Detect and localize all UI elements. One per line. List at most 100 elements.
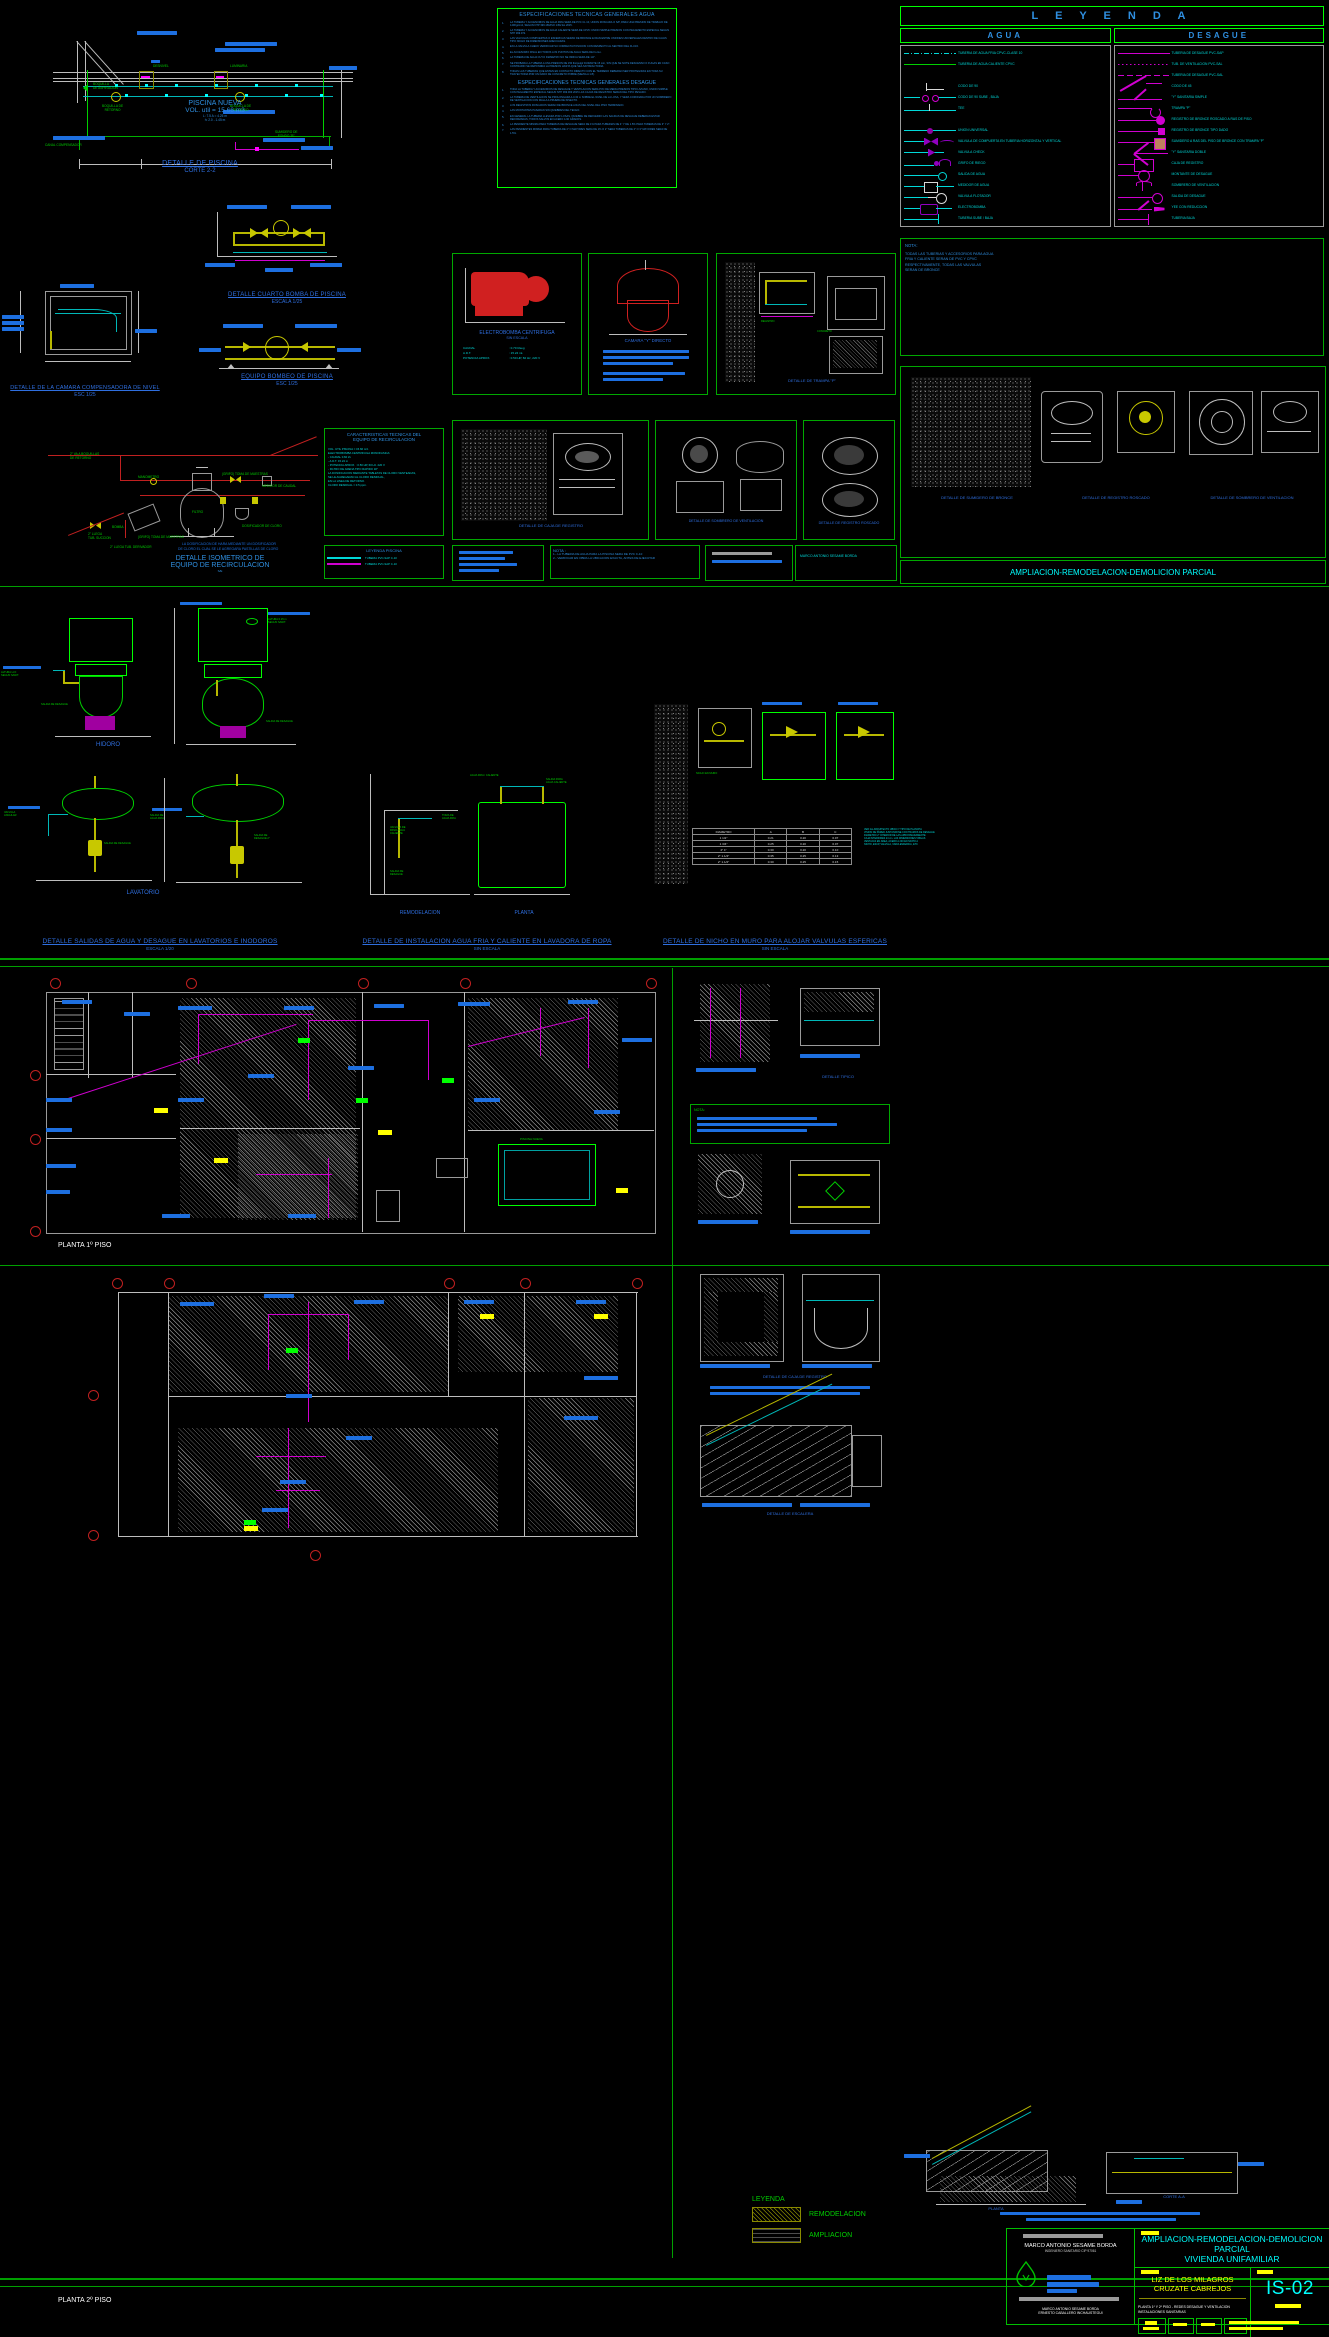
legend-row-label: YEE CON REDUCCION xyxy=(1171,204,1208,209)
spec-text: LA TUBERIA Y ACCESORIOS DE AGUA CALIENTE… xyxy=(510,29,670,36)
spec-item: 7.LAS PENDIENTES MINIMA PARA TUBERIA DE … xyxy=(502,128,672,134)
detail-caja-registro: DETALLE DE CAJA DE REGISTRO xyxy=(452,420,649,540)
legend-row-label: CODO DE 90 xyxy=(958,83,978,88)
legend-row: MONTANTE DE DESAGUE xyxy=(1116,169,1323,182)
planta-2-label: PLANTA 2º PISO xyxy=(58,2297,112,2304)
legend-row-label: TUBERIA DE DESAGUE PVC-SAL xyxy=(1171,72,1224,77)
nota2-line: TODAS LAS TUBERIAS Y ACCESORIOS PARA AGU… xyxy=(905,252,994,256)
recirc-specs-title2: EQUIPO DE RECIRCULACION xyxy=(353,437,415,442)
electrobomba-icon xyxy=(902,203,958,215)
row2-title-2: DETALLE DE REGISTRO ROSCADO xyxy=(1082,495,1150,500)
legend-row: REGISTRO DE BRONCE ROSCADO A RAS DE PISO xyxy=(1116,114,1323,125)
nota2-title: NOTA: xyxy=(905,243,918,248)
recirc-spec-row: - CAUDAL 0.60 l/s xyxy=(328,455,351,460)
legend-row: GRIFO DE RIEGO xyxy=(902,158,1109,169)
spec-item: 7.SE PROBARA LA TUBERIA A UNA PRESION DE… xyxy=(502,62,672,68)
detail-registro-roscado: DETALLE DE REGISTRO ROSCADO xyxy=(803,420,895,540)
ventilacion-icon xyxy=(1116,180,1172,191)
legend-row-label: SALIDA DE DESAGUE xyxy=(1171,193,1206,198)
recirc-specs-block: CARACTERISTICAS TECNICAS DEL EQUIPO DE R… xyxy=(324,428,444,536)
specs-agua-title: ESPECIFICACIONES TECNICAS GENERALES AGUA xyxy=(519,12,655,18)
spec-text: LOS REGISTROS ROSCADOS SERAN DE BRONCE A… xyxy=(510,103,625,107)
corte-label: CORTE A-A xyxy=(1163,2194,1185,2199)
pump-spec-key: A.D.T. xyxy=(463,350,472,355)
legend-row xyxy=(902,114,1109,125)
pump-spec-value: : 0.70 lt/seg xyxy=(509,346,525,350)
valvula-compuerta-icon xyxy=(902,137,958,147)
detail-sumidero-bronce: DETALLE DE SOMBRERO DE VENTILACION xyxy=(655,420,797,540)
firm-line-2: ERNESTO CABALLERO INCHAUSTEGUI xyxy=(1038,2311,1103,2316)
legend-row: TUBERIA SUBE / BAJA xyxy=(902,213,1109,224)
legend-row: VALVULA FLOTADOR xyxy=(902,191,1109,204)
recirc-spec-row: - FILTRO DE ARENA TIPO RAPIDO 18" xyxy=(328,467,378,472)
legend-row: SOMBRERO DE VENTILACION xyxy=(1116,180,1323,191)
legend-row: TUB. DE VENTILACION PVC-SAL xyxy=(1116,59,1323,70)
detail-title-equipo-bombeo: EQUIPO BOMBEO DE PISCINA xyxy=(241,374,333,380)
salida-agua-icon xyxy=(902,170,958,181)
legend-row-label: REGISTRO DE BRONCE ROSCADO A RAS DE PISO xyxy=(1171,116,1252,121)
recirc-spec-row: LA DOSIFICACION MEDIANTE TABLETAS DE CLO… xyxy=(328,471,416,476)
dashdot-cyan-icon xyxy=(902,49,958,59)
project-strip-title: AMPLIACION-REMODELACION-DEMOLICION PARCI… xyxy=(1009,567,1217,577)
table-cell: 2" 1.1/2" xyxy=(691,858,756,865)
dot-magenta-icon xyxy=(1116,60,1172,70)
legend-row: MEDIDOR DE AGUA xyxy=(902,180,1109,193)
legend-col-agua: AGUA xyxy=(900,28,1111,43)
recirc-spec-row: ELECTROBOMBA CENTRIFUGA MONOFASICA: xyxy=(328,451,391,456)
nota2-line: RESPECTIVAMENTE, TODAS LAS VALVULAS xyxy=(905,262,982,267)
valvula-flotador-icon xyxy=(902,192,958,204)
planta-1-piso: PISCINA NUEVA xyxy=(28,978,668,1258)
union-universal-icon xyxy=(902,126,958,136)
pump-spec-row: CAUDAL: 0.70 lt/seg xyxy=(463,346,571,351)
registro-piso-icon xyxy=(1116,115,1172,125)
legend-row: TEE xyxy=(902,103,1109,114)
spec-index: 6. xyxy=(502,56,505,61)
spec-item: 5.EN GENERAL LA TUBERIA LLEVARA POR LOSA… xyxy=(502,115,672,121)
spec-index: 1. xyxy=(502,87,505,92)
spec-text: LAS VALVULAS COMPUERTAS O ESFERICAS SERA… xyxy=(510,37,667,44)
lavatorio-label: LAVATORIO xyxy=(126,890,160,896)
detail-trampa-p: REGISTRO CONCRETO DETALLE DE TRAMPA "P" xyxy=(716,253,896,395)
recirc-spec-row: CLORO RESIDUAL = 0.5 ppm. xyxy=(328,483,367,488)
spec-text: LA TUBERIA DE VENTILACION SE PROLONGARA … xyxy=(510,95,672,102)
legend-row-label: TUBERIA SUBE / BAJA xyxy=(958,215,993,220)
legend-row-label: UNION UNIVERSAL xyxy=(958,127,989,132)
codo45-icon xyxy=(1116,74,1172,92)
sumidero-title: DETALLE DE SOMBRERO DE VENTILACION xyxy=(688,519,764,523)
detail-above-titleblock: PLANTA CORTE A-A xyxy=(904,2105,1306,2222)
pump-spec-value: : 0.50 HP, 60 Hz, 220 V xyxy=(509,355,541,360)
recirc-title1: DETALLE ISOMETRICO DE xyxy=(175,555,265,562)
tee-icon xyxy=(902,103,958,114)
legend-row: TRAMPA "P" xyxy=(1116,103,1323,118)
recirc-spec-row: SE LE AGREGARAN AL CLORO RESIDUAL, xyxy=(328,475,385,480)
spec-item: 6.LA PENDIENTE MINIMA PARA TUBERIAS DE D… xyxy=(502,123,672,127)
grifo-riego-icon xyxy=(902,158,958,169)
spec-index: 8. xyxy=(502,70,505,75)
detalle-tipico-label: DETALLE TIPICO xyxy=(822,1074,854,1079)
caja-registro-icon xyxy=(1116,158,1172,172)
title-block: MARCO ANTONIO SESAME BORDA INGENIERO SAN… xyxy=(1006,2228,1329,2337)
sheet-code: IS-02 xyxy=(1266,2278,1314,2300)
pool-name: PISCINA NUEVA xyxy=(188,100,242,107)
legend-row: TUBERIA DE DESAGUE PVC-SAP xyxy=(1116,48,1323,59)
spec-item: 3.LOS REGISTROS ROSCADOS SERAN DE BRONCE… xyxy=(502,104,672,108)
legend-row-label: SOMBRERO DE VENTILACION xyxy=(1171,182,1220,187)
detail-electrobomba: ELECTROBOMBA CENTRIFUGA SIN ESCALA CAUDA… xyxy=(452,253,582,395)
legend-row: CODO DE 90 SUBE , BAJA xyxy=(902,92,1109,103)
bottom-legend-item-0: REMODELACION xyxy=(809,2211,866,2218)
drop-logo-icon xyxy=(1016,2261,1036,2288)
solid-magenta-icon xyxy=(1116,49,1172,59)
legend-col-desague: DESAGUE xyxy=(1113,28,1324,43)
spec-text: EN LA VALVULA CHECK VERIFICAR SU CORRECT… xyxy=(510,45,639,49)
spec-index: 7. xyxy=(502,128,505,133)
yee-reduc-icon xyxy=(1116,199,1172,213)
trampa-title: DETALLE DE TRAMPA "P" xyxy=(788,378,836,383)
spec-item: 4.LAS MONTANTES PASARAN SIN QUIEBRES DEL… xyxy=(502,109,672,113)
owner-name: LIZ DE LOS MILAGROS CRUZATE CABREJOS xyxy=(1151,2275,1234,2294)
